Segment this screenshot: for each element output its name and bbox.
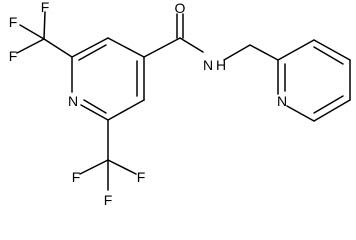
atom-f-bottom-3: F: [104, 192, 113, 208]
bond-n-ch2: [223, 44, 251, 61]
bond-ring-carbonyl: [143, 37, 181, 58]
bond-ring-c6-n-inner: [83, 99, 107, 114]
atom-labels: F F F N F F F O N H N: [9, 0, 287, 208]
bond-cf3top-f3: [16, 38, 45, 54]
bond-py-c3-c4-inner: [313, 46, 344, 65]
atom-f-top-2: F: [41, 0, 50, 15]
bond-cf3top-f1: [19, 24, 45, 40]
bond-cf3top-ring: [43, 38, 73, 58]
bond-ring-c3-c4: [107, 37, 145, 58]
bond-carbonyl-n: [179, 37, 204, 53]
bond-py-c3-c4: [313, 39, 351, 61]
bond-cf3bottom-f1: [79, 159, 109, 175]
atom-h-amide: H: [216, 57, 226, 73]
bond-py-c6-n: [286, 105, 315, 122]
atom-o-carbonyl: O: [175, 0, 186, 16]
atom-n-pyridine: N: [68, 93, 78, 109]
bond-ring-c6-n: [80, 104, 109, 121]
atom-n-pyridyl: N: [277, 93, 287, 109]
bond-py-c5-c6: [313, 99, 351, 122]
bond-ring-c2-c3: [71, 37, 109, 58]
bond-py-c2-c3: [277, 39, 315, 61]
bond-py-c5-c6-inner: [313, 95, 344, 114]
bonds: [16, 11, 351, 191]
bond-ring-c2-c3-inner: [78, 44, 107, 61]
bond-ch2-pyridyl: [249, 44, 279, 61]
bond-cf3bottom-f2: [107, 159, 137, 175]
atom-f-top-3: F: [9, 48, 18, 64]
atom-f-bottom-2: F: [137, 169, 146, 185]
atom-f-bottom-1: F: [72, 169, 81, 185]
bond-cf3top-f2: [43, 11, 46, 40]
bond-ring-c5-c6: [107, 99, 145, 121]
atom-n-amide: N: [203, 57, 213, 73]
atom-f-top-1: F: [9, 14, 18, 30]
molecule-structure: F F F N F F F O N H N: [9, 0, 351, 208]
